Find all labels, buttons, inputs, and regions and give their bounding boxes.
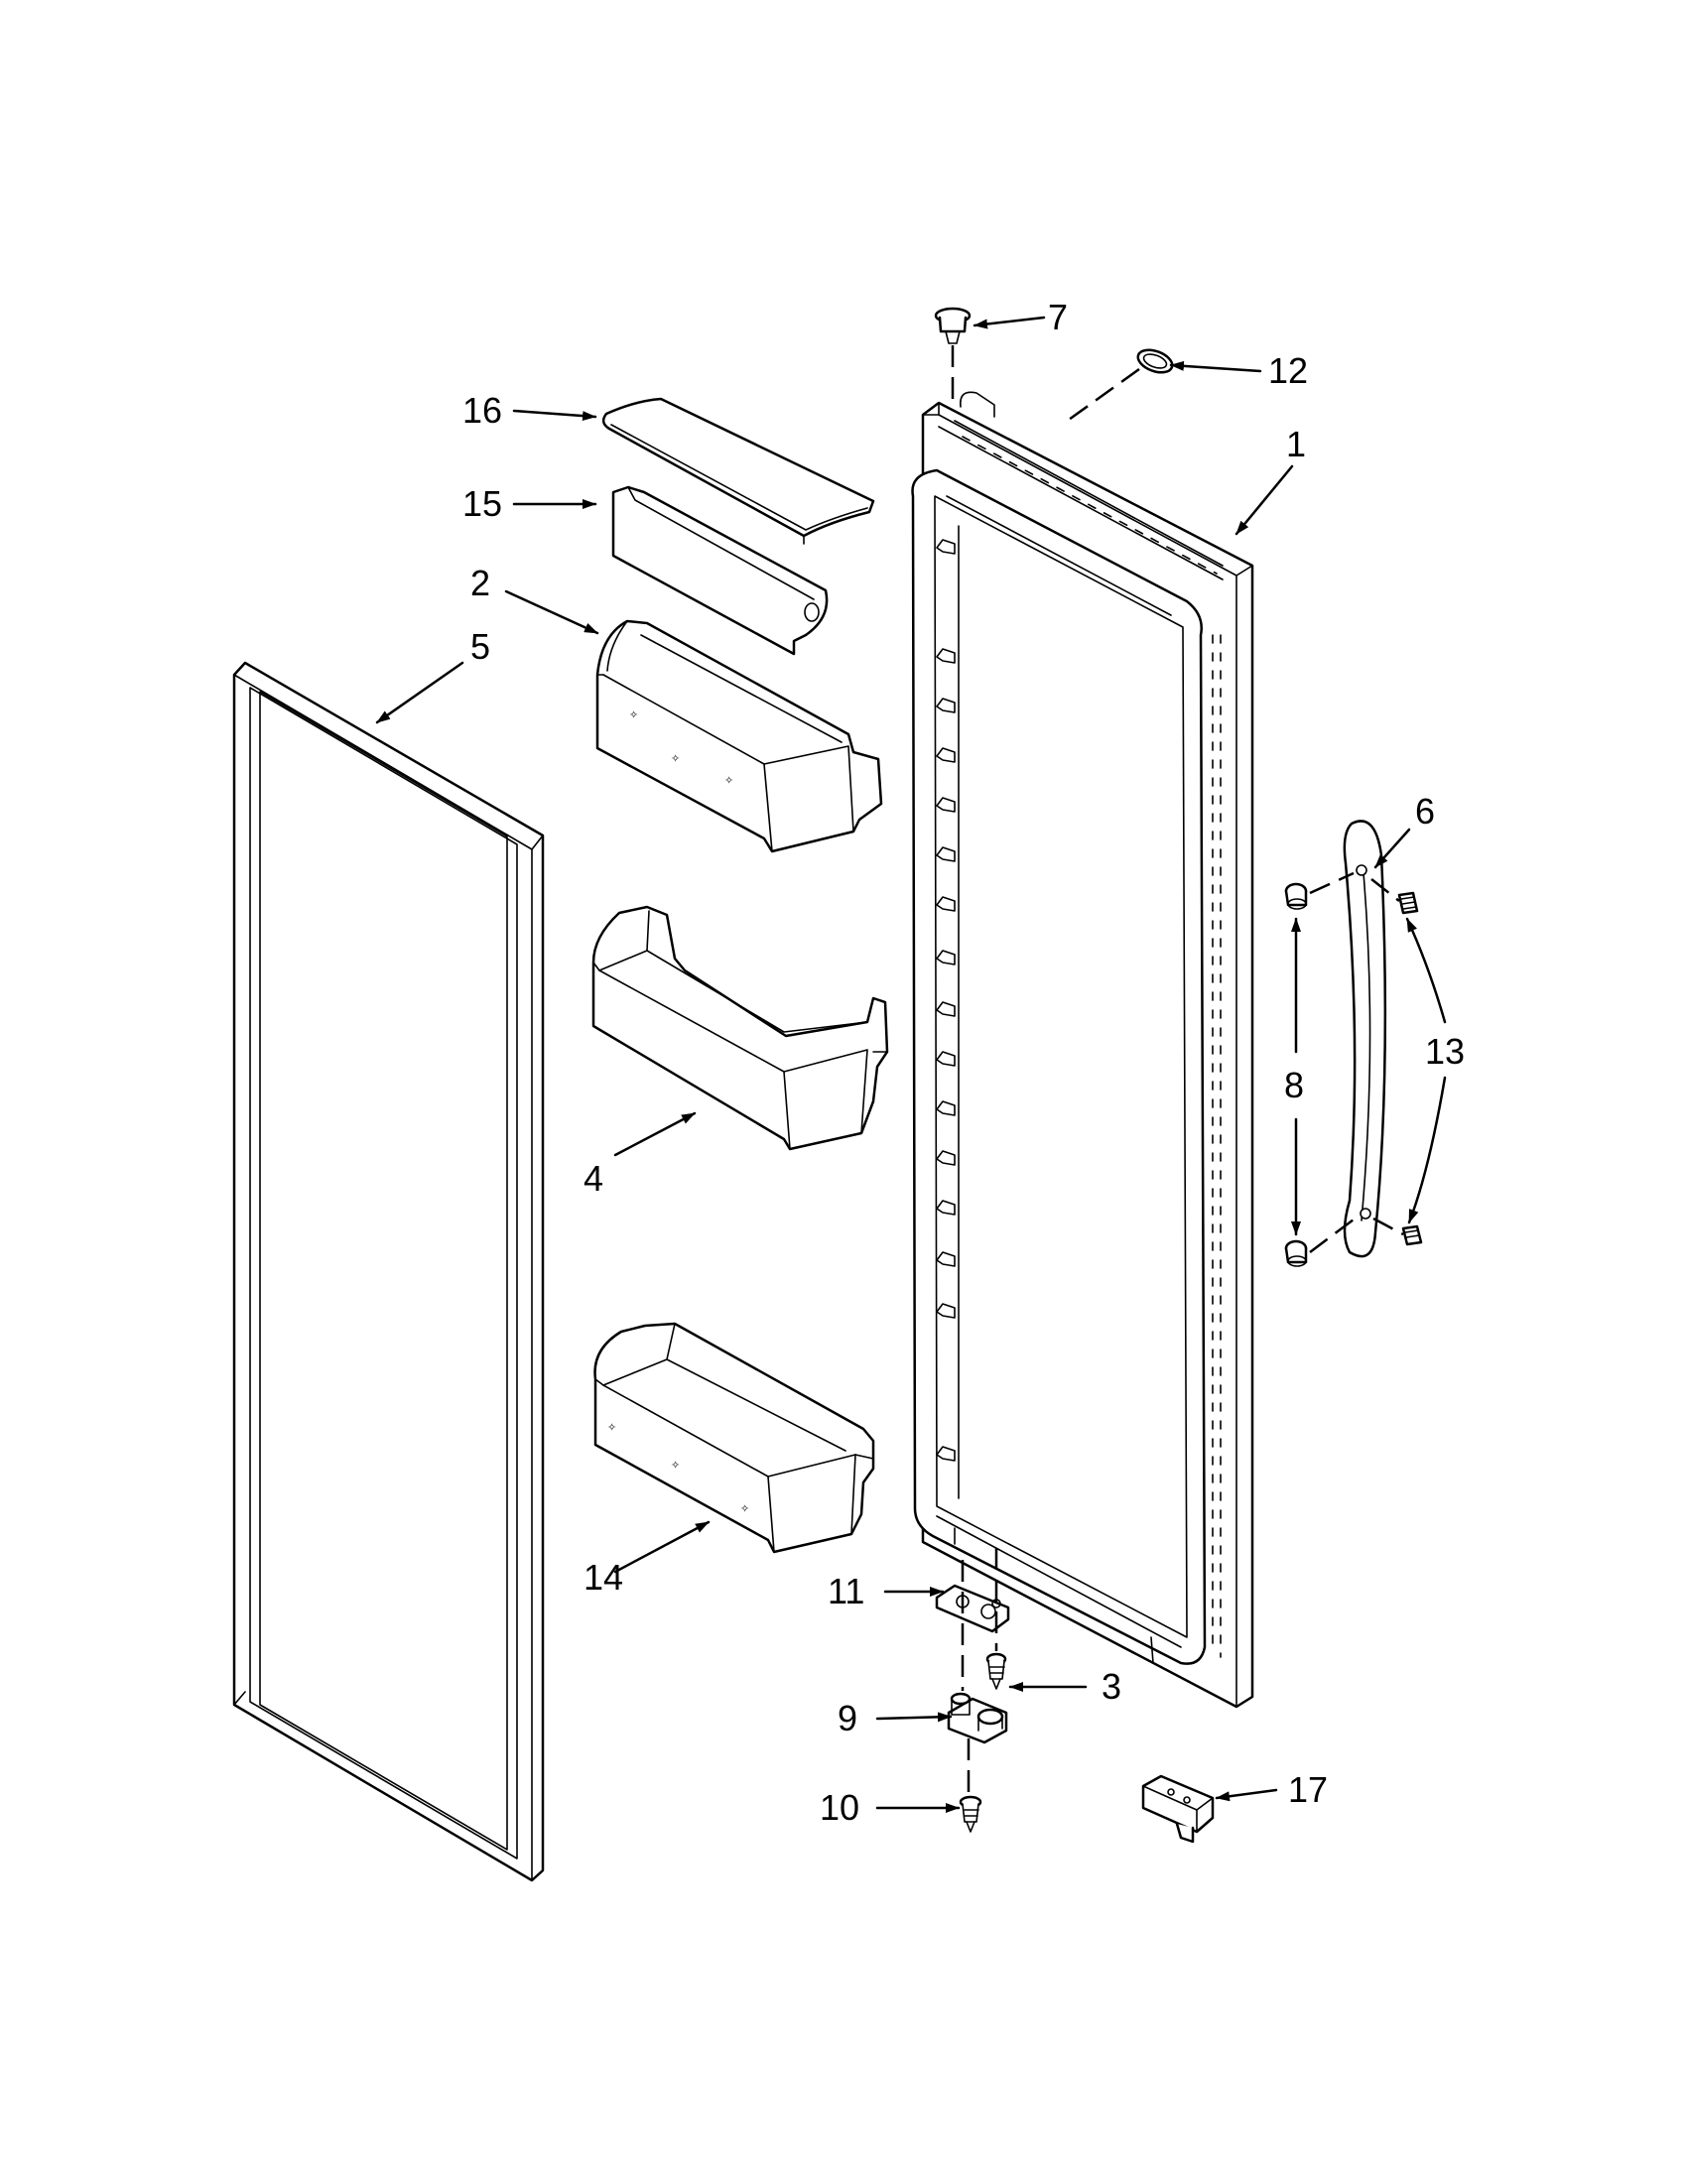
callout-6: 6 <box>1415 791 1435 832</box>
svg-text:✧: ✧ <box>724 774 733 787</box>
callout-13: 13 <box>1425 1031 1465 1072</box>
bottom-hinge-part-9 <box>947 1692 1008 1744</box>
shelf-tab <box>936 1303 956 1319</box>
shelf-tab <box>936 698 956 713</box>
shelf-tab <box>936 950 956 965</box>
callout-12: 12 <box>1268 350 1308 391</box>
callout-8: 8 <box>1284 1065 1304 1105</box>
svg-text:✧: ✧ <box>740 1502 749 1515</box>
handle-spacer-bottom-part-8 <box>1284 1239 1308 1267</box>
callout-2: 2 <box>470 563 490 603</box>
door-gasket-part-5 <box>232 661 545 1882</box>
callout-11: 11 <box>828 1571 864 1611</box>
door-bin-part-2: ✧ ✧ ✧ <box>595 619 883 853</box>
callout-10: 10 <box>820 1787 859 1828</box>
hole-plug-part-12 <box>1136 348 1174 374</box>
shelf-tab <box>936 1150 956 1166</box>
callout-7: 7 <box>1048 297 1068 337</box>
shelf-tab <box>936 1200 956 1216</box>
callout-4: 4 <box>584 1158 603 1199</box>
callout-14: 14 <box>584 1557 623 1598</box>
shelf-tab <box>936 1446 956 1462</box>
refrigerator-door-part-1 <box>911 391 1254 1709</box>
door-handle-part-6 <box>1343 820 1387 1258</box>
leader-arrows <box>375 316 1447 1813</box>
set-screw-top-part-13 <box>1397 891 1419 915</box>
door-shelf-tabs <box>936 539 956 1462</box>
shelf-tab <box>936 747 956 763</box>
callout-3: 3 <box>1102 1666 1121 1707</box>
callout-5: 5 <box>470 626 490 667</box>
svg-text:✧: ✧ <box>607 1421 616 1434</box>
shelf-tab <box>936 1251 956 1267</box>
callout-9: 9 <box>838 1698 857 1738</box>
shelf-tab <box>936 539 956 555</box>
shelf-tab <box>936 1001 956 1017</box>
door-bin-part-4 <box>591 905 889 1151</box>
svg-text:✧: ✧ <box>671 1459 680 1472</box>
screw-part-3 <box>985 1652 1007 1690</box>
bracket-part-17 <box>1141 1774 1215 1844</box>
handle-spacer-top-part-8 <box>1284 882 1308 910</box>
bin-front-part-15 <box>611 485 829 656</box>
screw-part-10 <box>959 1795 982 1833</box>
callout-16: 16 <box>462 390 502 431</box>
shelf-tab <box>936 1051 956 1067</box>
shelf-tab <box>936 797 956 813</box>
shelf-tab <box>936 1100 956 1116</box>
svg-text:✧: ✧ <box>671 752 680 765</box>
shelf-tab <box>936 896 956 912</box>
callout-labels: 7 12 1 16 15 2 5 4 14 6 8 13 11 3 9 10 1… <box>462 297 1465 1828</box>
callout-17: 17 <box>1288 1769 1328 1810</box>
bin-cover-part-16 <box>601 397 875 545</box>
shelf-tab <box>936 846 956 862</box>
set-screw-bottom-part-13 <box>1401 1224 1423 1246</box>
svg-text:✧: ✧ <box>629 708 638 721</box>
shelf-tab <box>936 648 956 664</box>
hinge-pin-part-7 <box>934 307 972 344</box>
assembly-lines <box>951 345 1404 1798</box>
door-bin-part-14: ✧ ✧ ✧ <box>593 1322 875 1554</box>
callout-1: 1 <box>1286 424 1306 464</box>
callout-15: 15 <box>462 483 502 524</box>
